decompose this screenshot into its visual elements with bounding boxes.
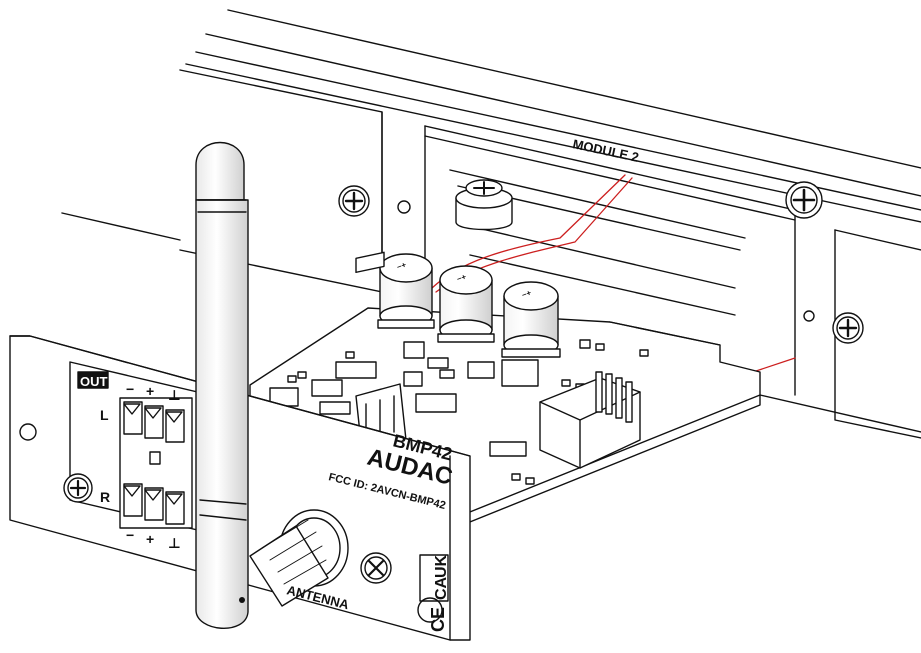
ukca-mark-top: UK [433,554,450,578]
svg-text:−+: −+ [521,288,533,300]
terminal-minus-bottom: − [126,527,134,543]
front-screw-right [360,552,392,584]
smd-components [269,251,649,485]
rack-screw-top-left [338,185,370,217]
out-label: OUT [80,374,108,389]
rack-screw-right [832,312,864,344]
left-channel-label: L [100,407,109,423]
terminal-minus-top: − [126,381,134,397]
svg-text:−+: −+ [396,260,408,272]
front-screw-left [63,473,93,503]
antenna-connector [249,509,349,607]
svg-text:−+: −+ [456,272,468,284]
terminal-plus-bottom: + [146,531,154,547]
right-channel-label: R [100,489,110,505]
ukca-mark-bottom: CA [433,576,450,600]
rack-housing [61,9,921,439]
terminal-ground-top: ⊥ [168,387,181,403]
capacitor-1: −+ [377,253,435,329]
antenna [195,141,249,629]
terminal-ground-bottom: ⊥ [168,535,181,551]
pin-header-connector [539,371,641,469]
guide-standoff [455,179,513,231]
capacitor-2: −+ [437,265,495,343]
terminal-plus-top: + [146,383,154,399]
ce-mark: CE [428,607,448,632]
compliance-marks [417,554,449,623]
module-slot-label: MODULE 2 [571,136,640,165]
rack-screw-top-right [785,181,823,219]
capacitor-3: −+ [501,281,561,358]
